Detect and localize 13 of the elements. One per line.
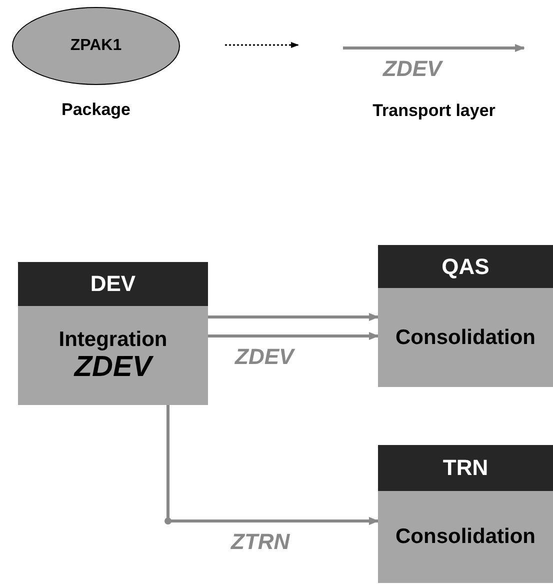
system-role: Consolidation [394,525,536,549]
arrow [208,332,379,340]
system-name: DEV [18,262,208,306]
package-name: ZPAK1 [70,37,122,55]
system-role: Consolidation [394,326,536,350]
sample-caption: Transport layer [372,101,496,121]
system-name: TRN [378,445,553,491]
transport-layer-name: ZDEV [72,352,155,383]
node-caption: Package [60,100,132,120]
system-name: QAS [378,245,553,288]
arrow [166,405,379,525]
system-role: Integration [58,328,168,352]
arrow [208,313,379,321]
